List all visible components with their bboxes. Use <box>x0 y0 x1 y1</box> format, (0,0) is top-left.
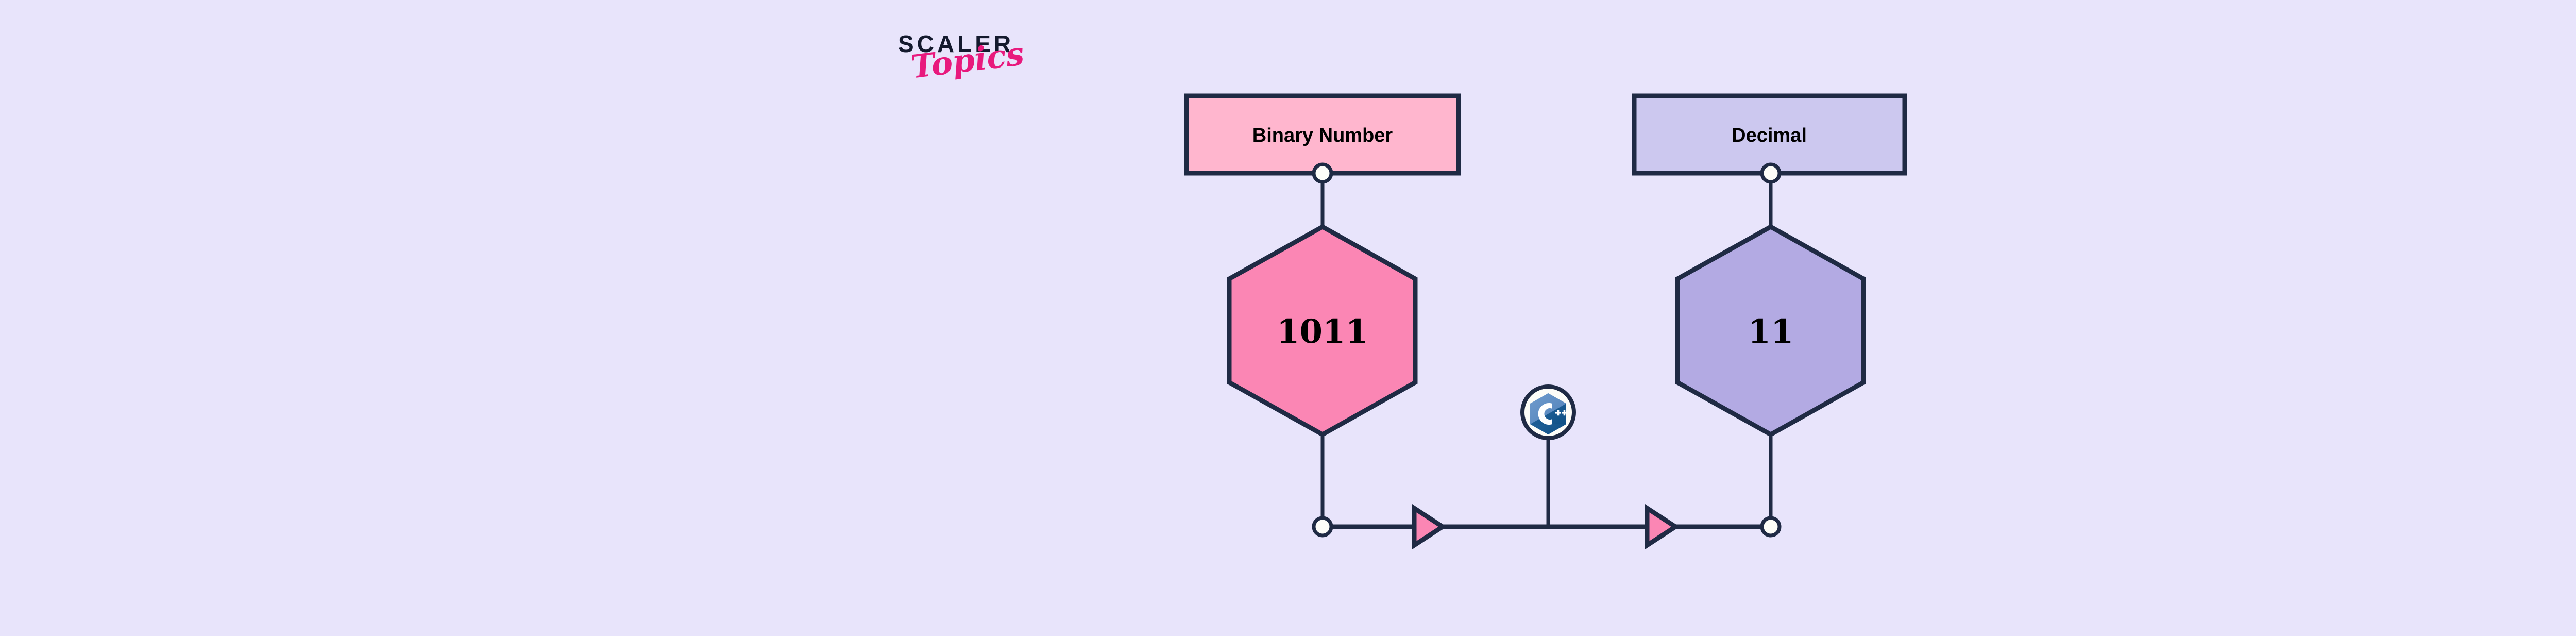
arrowhead-right-icon <box>1645 504 1680 550</box>
arrowhead-left-icon <box>1412 504 1447 550</box>
node-binary-label-box[interactable]: Binary Number <box>1184 93 1461 176</box>
node-cpp-badge[interactable] <box>1520 384 1576 440</box>
cpp-logo-icon <box>1530 393 1567 434</box>
connector-dot-decimal-label <box>1760 162 1782 184</box>
node-binary-value-hexagon[interactable]: 1011 <box>1227 224 1418 438</box>
connector-dot-binary-label <box>1312 162 1333 184</box>
decimal-value-text: 11 <box>1748 312 1793 351</box>
node-decimal-label-box[interactable]: Decimal <box>1632 93 1907 176</box>
connector-dot-rail-left <box>1312 516 1333 538</box>
binary-label-text: Binary Number <box>1252 125 1393 146</box>
scaler-topics-logo: SCALER Topics <box>898 32 1068 109</box>
connector-dot-rail-right <box>1760 516 1782 538</box>
binary-label-box-shape <box>1184 93 1461 176</box>
binary-hexagon-shape <box>1227 224 1418 438</box>
decimal-label-text: Decimal <box>1732 125 1807 146</box>
decimal-hexagon-shape <box>1675 224 1866 438</box>
brand-wordmark: SCALER <box>898 30 1014 57</box>
node-decimal-value-hexagon[interactable]: 11 <box>1675 224 1866 438</box>
binary-value-text: 1011 <box>1277 312 1368 351</box>
